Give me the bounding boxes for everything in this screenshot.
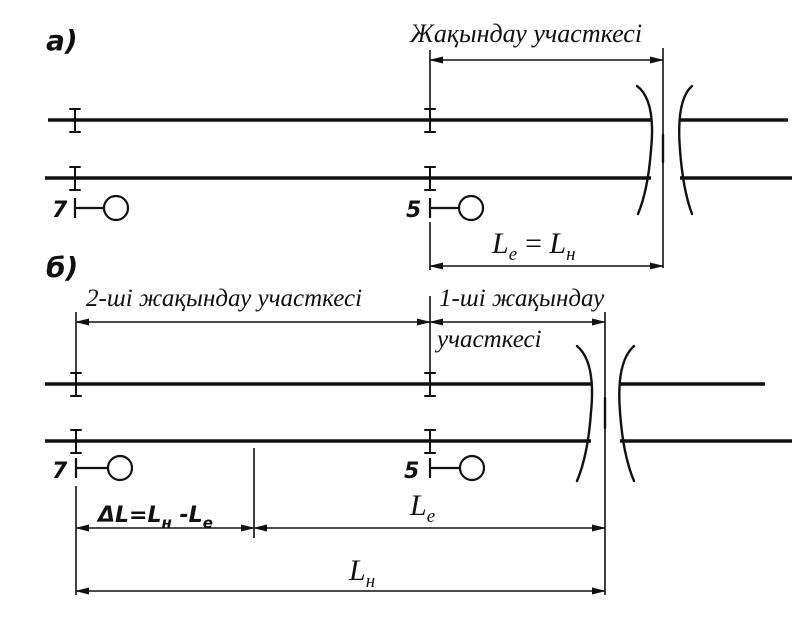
- panel-b-signal-7: 7: [52, 454, 134, 484]
- panel-b-delta-label: ΔL=Lн -Le: [96, 503, 213, 532]
- panel-b-le-label: Le: [409, 489, 435, 527]
- panel-a-approach-label: Жақындау участкесі: [409, 19, 642, 48]
- panel-a-insulated-joint-5: [424, 108, 436, 191]
- panel-b: б) 2-ші жақындау участкесі 1-ші жақындау…: [45, 251, 792, 595]
- panel-b-insulated-joint-5: [424, 372, 436, 454]
- panel-a-crossing-symbol: [635, 84, 694, 216]
- panel-b-ln-label: Lн: [348, 554, 375, 592]
- panel-b-insulated-joint-7: [70, 372, 82, 454]
- panel-a-insulated-joint-7: [69, 108, 81, 191]
- panel-b-signal-5: 5: [404, 454, 486, 484]
- panel-b-signal-5-number: 5: [404, 459, 419, 484]
- panel-b-second-approach-label: 2-ші жақындау участкесі: [86, 285, 362, 312]
- panel-b-signal-7-number: 7: [52, 459, 68, 484]
- panel-b-crossing-symbol: [575, 344, 636, 483]
- panel-a-signal-7-number: 7: [52, 198, 68, 223]
- panel-a-signal-7: 7: [52, 194, 130, 223]
- panel-a-le-equals-ln: Le=Lн: [491, 227, 576, 265]
- panel-b-first-approach-label-line2: участкесі: [434, 326, 542, 353]
- panel-a: а) Жақындау участкесі 7: [45, 19, 792, 270]
- panel-b-first-approach-label-line1: 1-ші жақындау: [439, 285, 605, 312]
- panel-a-signal-5-number: 5: [406, 198, 421, 223]
- panel-a-signal-5: 5: [406, 194, 485, 223]
- panel-a-letter: а): [46, 24, 78, 57]
- panel-b-letter: б): [46, 251, 78, 284]
